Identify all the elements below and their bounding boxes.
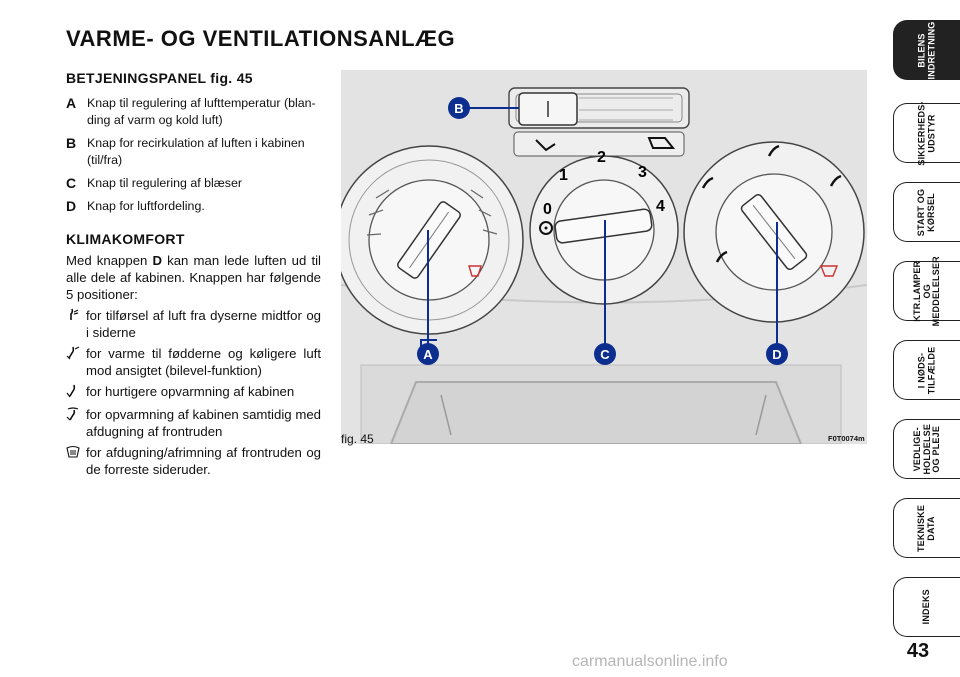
bilevel-vent-icon (66, 345, 86, 379)
tab-indeks[interactable]: INDEKS (893, 577, 960, 637)
tab-ktr-lamper[interactable]: KTR.LAMPER OG MEDDELELSER (893, 256, 960, 326)
panel-item-a: A Knap til regulering af lufttemperatur … (66, 95, 321, 129)
panel-item-c: C Knap til regulering af blæser (66, 175, 321, 192)
position-item: for varme til fødderne og køligere luft … (66, 345, 321, 379)
callout-lines (420, 107, 778, 350)
control-panel-figure: 0 1 2 3 4 A B C D (341, 70, 867, 444)
tab-i-nodstilfaelde[interactable]: I NØDS- TILFÆLDE (893, 340, 960, 400)
klima-heading: KLIMAKOMFORT (66, 231, 185, 247)
figure-caption: fig. 45 (341, 432, 374, 446)
chapter-sidebar: BILENS INDRETNING SIKKERHEDS- UDSTYR STA… (893, 0, 960, 677)
intro-letter: D (152, 253, 163, 268)
panel-item-d: D Knap for luftfordeling. (66, 198, 321, 215)
callout-a: A (417, 343, 439, 365)
face-vent-icon (66, 307, 86, 341)
fan-speed-1: 1 (559, 167, 568, 184)
tab-label: SIKKERHEDS- UDSTYR (916, 100, 937, 166)
tab-start-og-korsel[interactable]: START OG KØRSEL (893, 182, 960, 242)
callout-d-label: D (772, 347, 781, 362)
temperature-knob-a (341, 145, 524, 335)
position-text: for hurtigere opvarmning af kabinen (86, 384, 295, 399)
fan-speed-3: 3 (638, 164, 647, 181)
callout-b-label: B (454, 101, 463, 116)
tab-label: KTR.LAMPER OG MEDDELELSER (911, 255, 941, 327)
figure-code: F0T0074m (828, 434, 865, 443)
watermark: carmanualsonline.info (572, 653, 728, 670)
recirculation-switch (508, 87, 690, 129)
item-letter: A (66, 95, 77, 111)
foot-vent-icon (66, 383, 86, 402)
fan-speed-0: 0 (543, 201, 552, 218)
position-text: for tilførsel af luft fra dyserne midtfo… (86, 308, 321, 340)
position-text: for varme til fødderne og køligere luft … (86, 346, 321, 378)
tab-vedligeholdelse[interactable]: VEDLIGE- HOLDELSE OG PLEJE (893, 419, 960, 479)
tab-label: TEKNISKE DATA (916, 504, 936, 552)
item-text: Knap for recirkulation af luften i kabin… (87, 136, 305, 167)
intro-pre: Med knappen (66, 253, 153, 268)
panel-heading: BETJENINGSPANEL fig. 45 (66, 70, 253, 86)
position-text: for opvarmning af kabinen samtidig med a… (86, 407, 321, 439)
item-letter: D (66, 198, 77, 214)
callout-b: B (448, 97, 470, 119)
text-column: BETJENINGSPANEL fig. 45 A Knap til regul… (66, 70, 321, 478)
callout-c: C (594, 343, 616, 365)
fan-icon (539, 221, 553, 235)
tab-sikkerhedsudstyr[interactable]: SIKKERHEDS- UDSTYR (893, 100, 960, 166)
klima-intro: Med knappen D kan man lede luften ud til… (66, 252, 321, 303)
position-item: for tilførsel af luft fra dyserne midtfo… (66, 307, 321, 341)
page-title: VARME- OG VENTILATIONSANLÆG (66, 26, 456, 51)
windscreen-defrost-icon (66, 444, 86, 478)
fan-speed-4: 4 (656, 198, 665, 215)
position-item: for afdugning/afrimning af frontruden og… (66, 444, 321, 478)
position-text: for afdugning/afrimning af frontruden og… (86, 445, 321, 477)
callout-d: D (766, 343, 788, 365)
foot-defrost-vent-icon (66, 406, 86, 440)
tab-label: START OG KØRSEL (916, 188, 937, 236)
item-text: Knap til regulering af blæser (87, 176, 242, 190)
tab-label: INDEKS (921, 589, 932, 625)
intro-post: kan man lede luften ud til alle dele af … (66, 253, 321, 302)
item-text: Knap for luftfordeling. (87, 199, 205, 213)
control-panel-illustration: 0 1 2 3 4 A B C D (341, 70, 867, 444)
fan-speed-2: 2 (597, 149, 606, 166)
position-item: for opvarmning af kabinen samtidig med a… (66, 406, 321, 440)
distribution-knob-d (683, 141, 865, 323)
item-text: Knap til regulering af lufttemperatur (b… (87, 96, 316, 127)
panel-item-b: B Knap for recirkulation af luften i kab… (66, 135, 321, 169)
item-letter: B (66, 135, 77, 151)
page-number: 43 (906, 640, 930, 662)
callout-a-label: A (423, 347, 433, 362)
tab-bilens-indretning[interactable]: BILENS INDRETNING (893, 20, 960, 80)
tab-label: BILENS INDRETNING (916, 21, 937, 79)
callout-c-label: C (600, 347, 610, 362)
tab-tekniske-data[interactable]: TEKNISKE DATA (893, 498, 960, 558)
tab-label: I NØDS- TILFÆLDE (916, 346, 937, 394)
indicator-strip (513, 131, 685, 157)
tab-label: VEDLIGE- HOLDELSE OG PLEJE (911, 423, 941, 475)
position-item: for hurtigere opvarmning af kabinen (66, 383, 321, 402)
item-letter: C (66, 175, 77, 191)
